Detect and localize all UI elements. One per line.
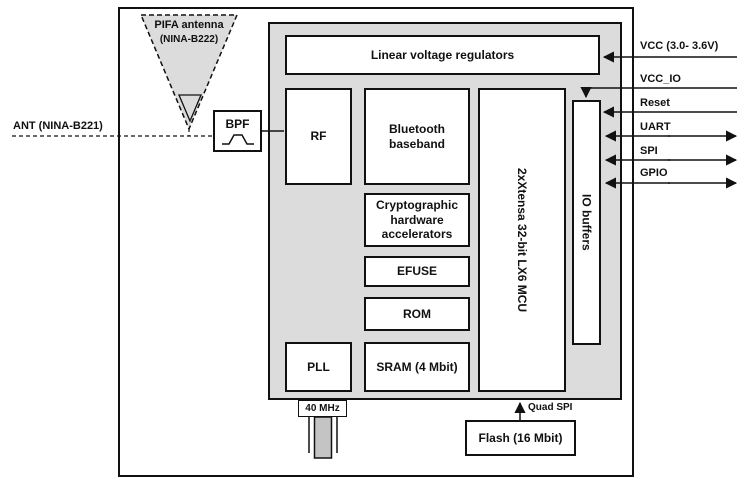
- block-bpf: BPF: [213, 110, 262, 152]
- block-crypto-accelerators: Cryptographic hardware accelerators: [364, 193, 470, 247]
- block-rf: RF: [285, 88, 352, 185]
- signal-label-reset: Reset: [640, 97, 670, 109]
- block-efuse: EFUSE: [364, 256, 470, 287]
- crystal-frequency-label: 40 MHz: [298, 400, 347, 417]
- block-mcu: 2xXtensa 32-bit LX6 MCU: [478, 88, 566, 392]
- flash-label: Flash (16 Mbit): [478, 430, 563, 445]
- antenna-title: PIFA antenna: [154, 19, 224, 31]
- efuse-label: EFUSE: [396, 264, 437, 279]
- block-bluetooth-baseband: Bluetooth baseband: [364, 88, 470, 185]
- bandpass-filter-icon: [221, 134, 254, 145]
- block-flash: Flash (16 Mbit): [465, 420, 576, 456]
- voltage-regulators-label: Linear voltage regulators: [370, 47, 515, 62]
- block-voltage-regulators: Linear voltage regulators: [285, 35, 600, 75]
- io-buffers-label: IO buffers: [579, 194, 594, 251]
- signal-label-vcc-io: VCC_IO: [640, 73, 681, 85]
- quad-spi-label: Quad SPI: [528, 402, 573, 413]
- bpf-label: BPF: [225, 116, 250, 131]
- crypto-accelerators-label: Cryptographic hardware accelerators: [375, 198, 458, 242]
- signal-label-uart: UART: [640, 121, 671, 133]
- rf-label: RF: [310, 129, 327, 144]
- rom-label: ROM: [403, 306, 431, 321]
- block-rom: ROM: [364, 297, 470, 331]
- sram-label: SRAM (4 Mbit): [376, 359, 458, 374]
- block-io-buffers: IO buffers: [572, 100, 601, 345]
- antenna-subtitle: (NINA-B222): [159, 34, 219, 45]
- signal-label-gpio: GPIO: [640, 167, 668, 179]
- signal-label-spi: SPI: [640, 145, 658, 157]
- bluetooth-baseband-label: Bluetooth baseband: [388, 122, 445, 151]
- mcu-label: 2xXtensa 32-bit LX6 MCU: [515, 167, 530, 313]
- block-sram: SRAM (4 Mbit): [364, 342, 470, 392]
- block-pll: PLL: [285, 342, 352, 392]
- pll-label: PLL: [307, 359, 330, 374]
- signal-label-vcc: VCC (3.0- 3.6V): [640, 40, 719, 52]
- ant-input-label: ANT (NINA-B221): [13, 120, 103, 132]
